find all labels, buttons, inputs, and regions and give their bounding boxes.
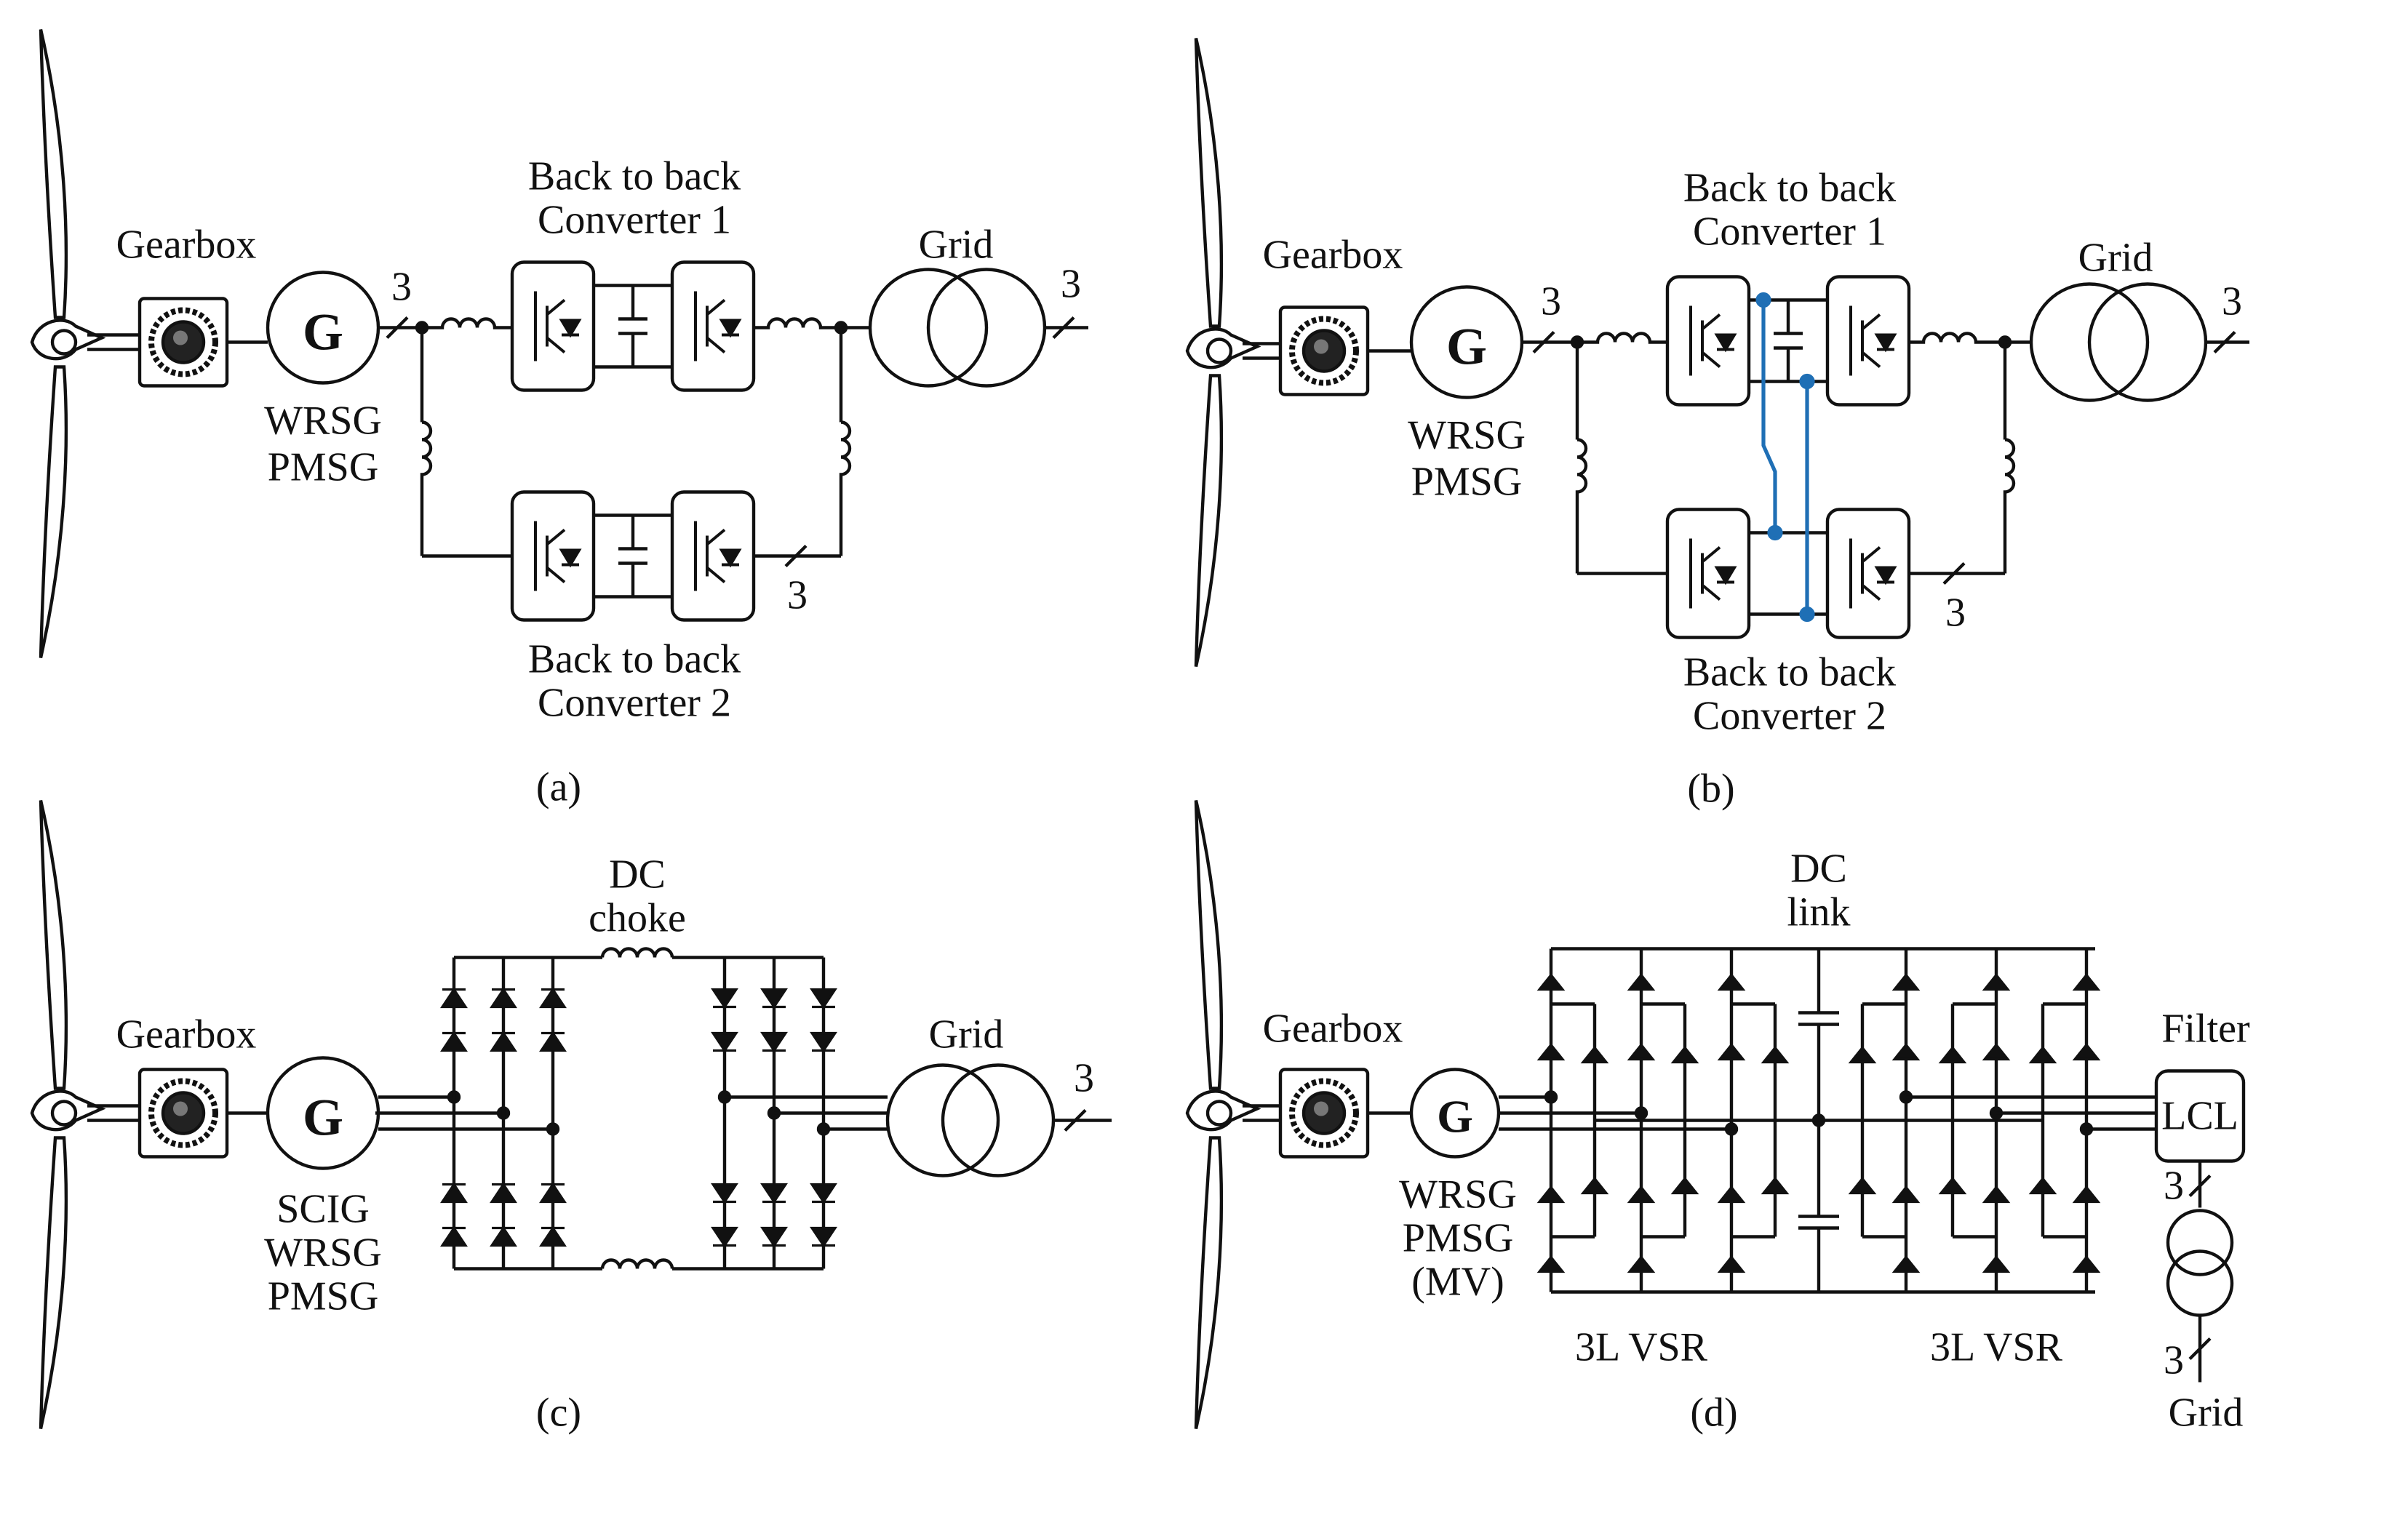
filter-label: Filter: [2161, 1007, 2250, 1052]
converter-2-title: Converter 2: [1693, 694, 1886, 739]
vsr-right: [1819, 948, 2101, 1292]
converter-2-title: Back to back: [528, 637, 741, 682]
converter-2-icon: [1665, 508, 1911, 639]
generator-label: G: [303, 1089, 343, 1147]
converter-2-icon: [510, 490, 756, 622]
gearbox-label: Gearbox: [1263, 233, 1403, 278]
converter-2-title: Converter 2: [538, 681, 731, 726]
transformer-icon: [885, 1063, 1056, 1177]
panel-caption: (a): [536, 765, 581, 810]
gen-type-label: WRSG: [1399, 1172, 1517, 1217]
converter-1-icon: [1665, 275, 1911, 407]
panel-a-labels: Gearbox 3 WRSG PMSG Back to back Convert…: [116, 154, 1081, 810]
converter-1-icon: [510, 260, 756, 392]
generator-label: G: [1446, 318, 1487, 376]
phase-count-label: 3: [787, 573, 808, 618]
phase-count-label: 3: [2164, 1164, 2184, 1209]
lcl-label: LCL: [2161, 1094, 2238, 1139]
converter-1-title: Converter 1: [538, 198, 731, 243]
panel-d-labels: Gearbox WRSG PMSG (MV) DC link 3L VSR 3L…: [1263, 847, 2250, 1436]
dc-link-interconnect: [1755, 292, 1815, 623]
gen-type-label: PMSG: [268, 1274, 379, 1319]
transformer-icon: [2029, 282, 2208, 402]
converter-1-title: Converter 1: [1693, 209, 1886, 255]
phase-count-label: 3: [391, 265, 412, 310]
vsr-left-label: 3L VSR: [1575, 1325, 1708, 1370]
gen-type-label: WRSG: [1408, 413, 1526, 458]
phase-count-label: 3: [1061, 262, 1081, 307]
turbine-icon: [30, 29, 140, 658]
dc-choke-label: DC: [609, 852, 666, 897]
turbine-icon: [1185, 38, 1280, 667]
gen-type-label: PMSG: [1403, 1216, 1514, 1261]
gearbox-icon: [1278, 305, 1370, 396]
generator-label: G: [303, 303, 343, 361]
gen-type-label: SCIG: [276, 1187, 370, 1232]
panel-a: G: [30, 29, 1088, 658]
dc-choke-label: choke: [589, 896, 686, 941]
panel-caption: (b): [1687, 767, 1734, 812]
gearbox-label: Gearbox: [116, 1012, 257, 1057]
turbine-icon: [1185, 800, 1280, 1429]
converter-2-title: Back to back: [1683, 650, 1896, 695]
turbine-icon: [30, 800, 140, 1429]
grid-label: Grid: [2169, 1391, 2244, 1436]
dc-link-label: DC: [1790, 847, 1847, 892]
grid-label: Grid: [919, 223, 994, 268]
panel-b-labels: Gearbox 3 WRSG PMSG Back to back Convert…: [1263, 166, 2242, 812]
grid-label: Grid: [929, 1012, 1004, 1057]
gen-type-label: PMSG: [268, 445, 379, 490]
thyristor-rectifier: [440, 957, 567, 1269]
panel-caption: (c): [536, 1391, 581, 1436]
gen-type-label: PMSG: [1411, 460, 1523, 505]
gen-type-label: WRSG: [264, 1231, 382, 1276]
gearbox-icon: [1278, 1068, 1370, 1159]
panel-d: G: [1185, 800, 2246, 1429]
thyristor-inverter: [711, 957, 837, 1269]
phase-count-label: 3: [2222, 279, 2242, 324]
converter-1-title: Back to back: [1683, 166, 1896, 211]
panel-b: G: [1185, 38, 2249, 667]
phase-count-label: 3: [2164, 1338, 2184, 1383]
panel-c-labels: Gearbox SCIG WRSG PMSG DC choke Grid 3 (…: [116, 852, 1094, 1436]
panel-caption: (d): [1690, 1391, 1737, 1436]
phase-count-label: 3: [1945, 591, 1966, 636]
phase-count-label: 3: [1074, 1056, 1094, 1101]
gen-type-label: (MV): [1411, 1260, 1504, 1305]
converter-1-title: Back to back: [528, 154, 741, 199]
gen-type-label: WRSG: [264, 399, 382, 444]
vsr-left: [1536, 948, 1819, 1292]
transformer-icon: [868, 268, 1047, 388]
dc-link-label: link: [1787, 890, 1850, 935]
transformer-icon: [2166, 1209, 2234, 1317]
gearbox-icon: [137, 297, 229, 388]
gearbox-label: Gearbox: [1263, 1007, 1403, 1052]
grid-label: Grid: [2078, 236, 2153, 281]
generator-label: G: [1437, 1091, 1473, 1143]
gearbox-icon: [137, 1068, 229, 1159]
vsr-right-label: 3L VSR: [1930, 1325, 2063, 1370]
panel-c: G: [30, 800, 1112, 1429]
phase-count-label: 3: [1541, 279, 1561, 324]
gearbox-label: Gearbox: [116, 223, 257, 268]
